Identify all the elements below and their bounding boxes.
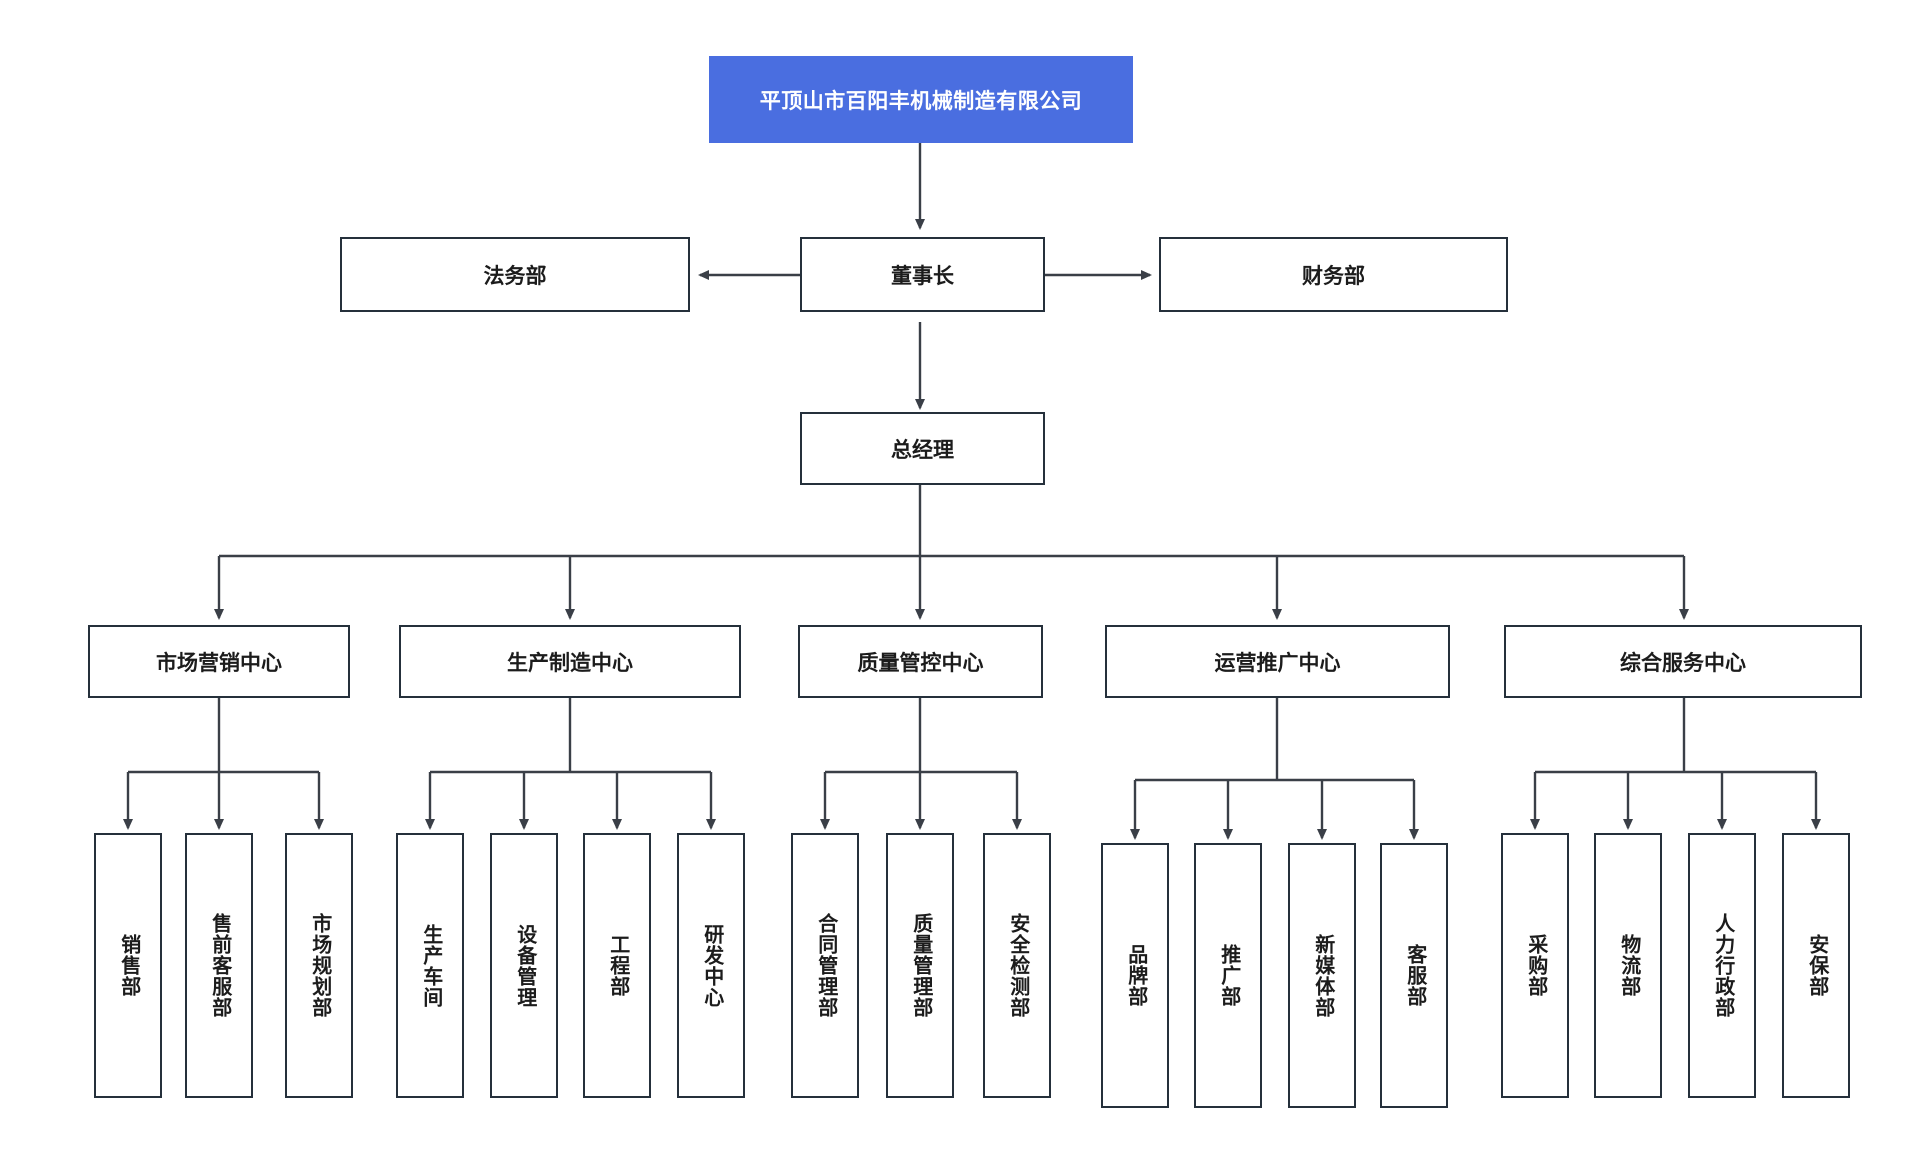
node-label: 董事长 [891, 264, 954, 288]
node-department-market-planning[interactable]: 市场规划部 [285, 833, 353, 1098]
node-center-marketing[interactable]: 市场营销中心 [88, 625, 350, 698]
node-label: 平顶山市百阳丰机械制造有限公司 [759, 89, 1083, 113]
node-label: 财务部 [1302, 264, 1365, 288]
node-label: 生产车间 [419, 923, 442, 1008]
node-center-services[interactable]: 综合服务中心 [1504, 625, 1862, 698]
node-label: 合同管理部 [814, 913, 837, 1018]
node-company-root[interactable]: 平顶山市百阳丰机械制造有限公司 [709, 56, 1133, 143]
node-label: 新媒体部 [1311, 933, 1334, 1018]
node-department-engineering[interactable]: 工程部 [583, 833, 651, 1098]
node-department-contract-management[interactable]: 合同管理部 [791, 833, 859, 1098]
node-label: 市场规划部 [308, 913, 331, 1018]
node-department-production-workshop[interactable]: 生产车间 [396, 833, 464, 1098]
node-label: 质量管理部 [909, 913, 932, 1018]
node-label: 综合服务中心 [1620, 651, 1746, 675]
node-label: 采购部 [1524, 934, 1547, 997]
node-department-logistics[interactable]: 物流部 [1594, 833, 1662, 1098]
node-label: 销售部 [117, 934, 140, 997]
node-department-new-media[interactable]: 新媒体部 [1288, 843, 1356, 1108]
node-center-manufacturing[interactable]: 生产制造中心 [399, 625, 741, 698]
node-department-safety-inspection[interactable]: 安全检测部 [983, 833, 1051, 1098]
node-label: 推广部 [1217, 944, 1240, 1007]
node-label: 市场营销中心 [156, 651, 282, 675]
node-department-brand[interactable]: 品牌部 [1101, 843, 1169, 1108]
node-chairman[interactable]: 董事长 [800, 237, 1045, 312]
node-department-sales[interactable]: 销售部 [94, 833, 162, 1098]
node-label: 安保部 [1805, 934, 1828, 997]
node-legal-department[interactable]: 法务部 [340, 237, 690, 312]
node-label: 工程部 [606, 934, 629, 997]
node-department-promotion[interactable]: 推广部 [1194, 843, 1262, 1108]
node-label: 生产制造中心 [507, 651, 633, 675]
node-general-manager[interactable]: 总经理 [800, 412, 1045, 485]
node-center-quality[interactable]: 质量管控中心 [798, 625, 1043, 698]
node-department-security[interactable]: 安保部 [1782, 833, 1850, 1098]
node-finance-department[interactable]: 财务部 [1159, 237, 1508, 312]
node-department-hr-administration[interactable]: 人力行政部 [1688, 833, 1756, 1098]
node-label: 质量管控中心 [857, 651, 984, 675]
node-center-operations[interactable]: 运营推广中心 [1105, 625, 1450, 698]
node-department-rd-center[interactable]: 研发中心 [677, 833, 745, 1098]
node-label: 品牌部 [1124, 944, 1147, 1007]
node-label: 运营推广中心 [1214, 651, 1341, 675]
node-label: 总经理 [891, 438, 954, 462]
node-label: 安全检测部 [1006, 913, 1029, 1018]
node-label: 人力行政部 [1711, 913, 1734, 1018]
node-label: 研发中心 [700, 923, 723, 1008]
node-department-equipment-management[interactable]: 设备管理 [490, 833, 558, 1098]
node-label: 物流部 [1617, 934, 1640, 997]
node-department-presales-service[interactable]: 售前客服部 [185, 833, 253, 1098]
node-label: 售前客服部 [208, 913, 231, 1018]
node-department-procurement[interactable]: 采购部 [1501, 833, 1569, 1098]
node-label: 客服部 [1403, 944, 1426, 1007]
node-department-quality-management[interactable]: 质量管理部 [886, 833, 954, 1098]
node-department-customer-service[interactable]: 客服部 [1380, 843, 1448, 1108]
node-label: 设备管理 [513, 923, 536, 1008]
node-label: 法务部 [483, 264, 547, 288]
